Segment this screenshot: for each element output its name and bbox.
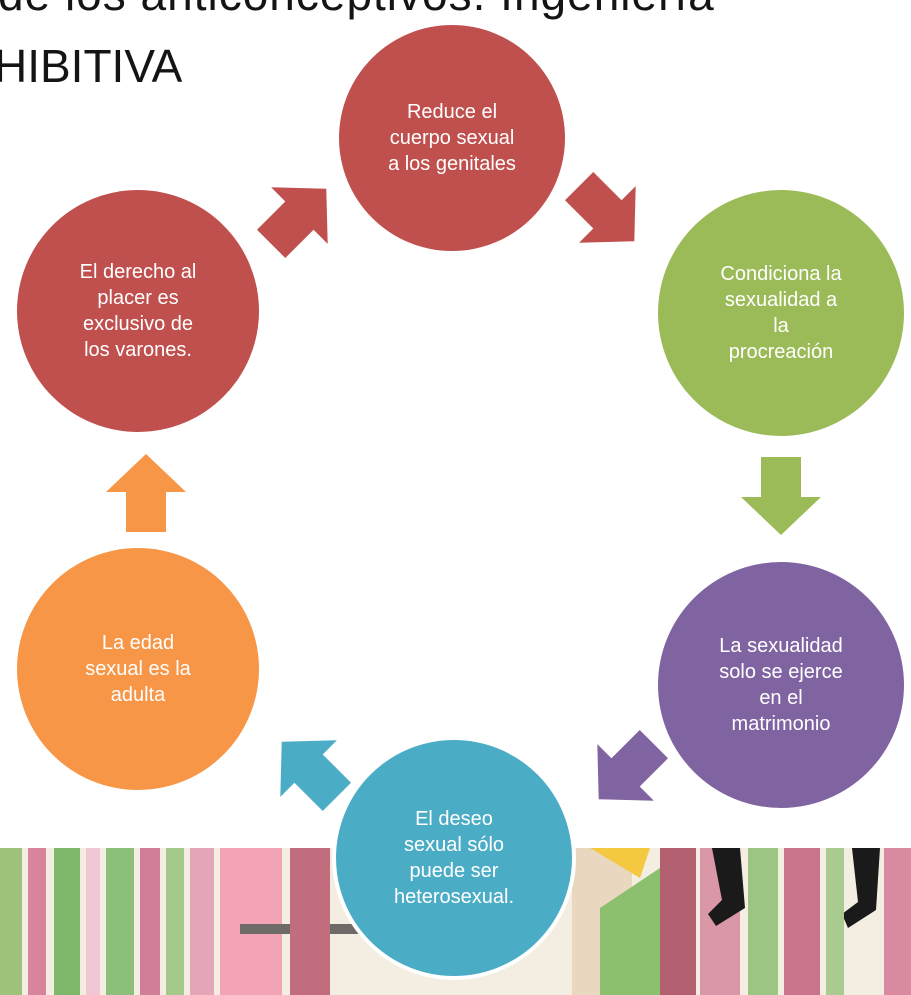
circle-varones	[17, 190, 259, 432]
node-label-adulta: La edad sexual es la adulta	[85, 632, 191, 706]
node-label-genitales: Reduce el cuerpo sexual a los genitales	[388, 101, 516, 175]
nodes-layer	[17, 25, 904, 980]
circle-genitales	[339, 25, 565, 251]
circle-heterosexual	[332, 736, 576, 980]
node-label-heterosexual: El deseo sexual sólo puede ser heterosex…	[393, 808, 515, 908]
node-label-matrimonio: La sexualidad solo se ejerce en el matri…	[719, 635, 843, 735]
slide-title-line-1: de los anticonceptivos. Ingeniería	[0, 0, 715, 20]
arrow-heterosexual-to-adulta	[280, 740, 352, 812]
arrow-varones-to-genitales	[256, 187, 328, 259]
arrow-matrimonio-to-heterosexual	[597, 729, 669, 801]
arrows-layer	[106, 171, 821, 812]
circle-procreacion	[658, 190, 904, 436]
slide-title-line-2: HIBITIVA	[0, 40, 183, 92]
circle-adulta	[17, 548, 259, 790]
arrow-adulta-to-varones	[106, 454, 186, 532]
arrow-procreacion-to-matrimonio	[741, 457, 821, 535]
node-label-varones: El derecho al placer es exclusivo de los…	[79, 261, 197, 361]
node-label-procreacion: Condiciona la sexualidad a la procreació…	[720, 263, 842, 363]
circle-matrimonio	[658, 562, 904, 808]
arrow-genitales-to-procreacion	[564, 171, 636, 243]
